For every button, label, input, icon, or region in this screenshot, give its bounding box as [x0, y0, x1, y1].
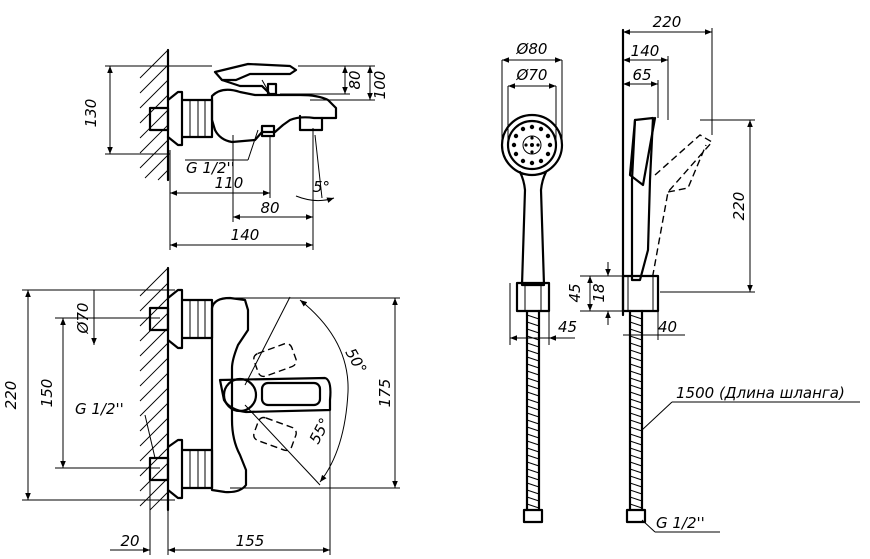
- hose-length-label: 1500 (Длина шланга): [676, 384, 845, 402]
- holder-bracket: [621, 274, 660, 313]
- dim-220: 220: [2, 381, 20, 410]
- dim-45-side: 45: [566, 283, 584, 302]
- dim-80-bottom: 80: [260, 199, 279, 217]
- shower-tilted-position: [651, 134, 714, 281]
- dim-130: 130: [82, 99, 100, 128]
- front-view: 220 150 Ø70 G 1/2'' 50° 55° 175 20 155: [2, 266, 400, 555]
- dim-80: 80: [346, 70, 364, 89]
- side-view: 130 80 100 G 1/2'' 5° 110 80 140: [82, 48, 389, 250]
- diameter-80: Ø80: [516, 40, 548, 58]
- dim-220-top: 220: [653, 13, 682, 31]
- mixer-side-outline: [148, 62, 338, 147]
- hose-right: [625, 309, 647, 524]
- dim-155: 155: [236, 532, 265, 550]
- wall-hatch-top: [139, 48, 170, 182]
- dim-220-side: 220: [730, 192, 748, 221]
- dim-140-holder: 140: [631, 42, 660, 60]
- side-dimensions: [105, 65, 375, 250]
- dim-65: 65: [632, 66, 651, 84]
- angle-5: 5°: [313, 178, 330, 196]
- dim-150: 150: [38, 379, 56, 408]
- front-dimensions: [22, 289, 400, 555]
- diameter-70-front: Ø70: [74, 303, 92, 335]
- dim-100: 100: [371, 71, 389, 100]
- dim-110: 110: [215, 174, 244, 192]
- shower-head: [500, 113, 564, 177]
- dim-40: 40: [658, 318, 677, 336]
- holder-view: 220 140 65 220 45 18 40 1500 (Длина шлан…: [566, 13, 860, 533]
- thread-label-side: G 1/2'': [186, 159, 235, 177]
- diameter-70-shower: Ø70: [516, 66, 548, 84]
- dim-18: 18: [590, 283, 608, 302]
- hose-connector: [515, 281, 551, 313]
- wall-hatch-bottom: [139, 266, 170, 512]
- dim-45-bottom: 45: [558, 318, 577, 336]
- thread-label-hose: G 1/2'': [656, 514, 705, 532]
- dim-20: 20: [120, 532, 139, 550]
- holder-dimensions: [580, 28, 860, 533]
- dim-140: 140: [231, 226, 260, 244]
- thread-label-front: G 1/2'': [75, 400, 124, 418]
- angle-50: 50°: [342, 345, 371, 377]
- dim-175: 175: [376, 379, 394, 408]
- hand-shower-view: Ø80 Ø70 45: [500, 40, 577, 524]
- shower-handle: [518, 170, 548, 287]
- shower-dimensions: [501, 57, 575, 345]
- holder-head-edge: [628, 116, 657, 187]
- mixer-front-outline: [148, 288, 349, 500]
- hose-left: [522, 309, 544, 524]
